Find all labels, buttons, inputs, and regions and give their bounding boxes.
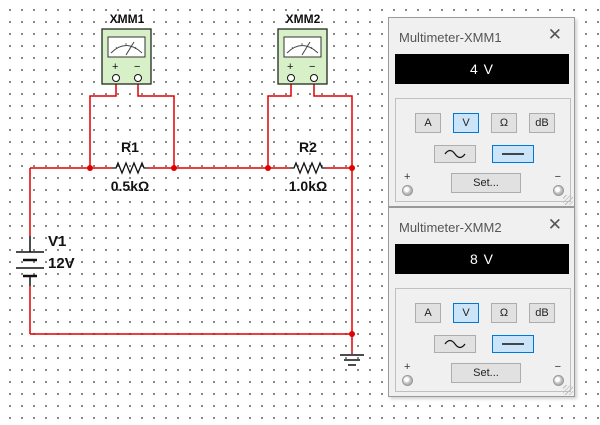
decibel-button[interactable]: dB [529,303,555,323]
multimeter-xmm2-icon[interactable]: XMM2 + − [277,12,328,85]
xmm1-label: XMM1 [110,12,145,26]
ac-button[interactable] [434,145,476,163]
voltmeter-button[interactable]: V [453,113,479,133]
sine-wave-icon [444,149,466,159]
junction-dots [87,165,355,337]
dc-button[interactable] [492,145,534,163]
junction-dot [171,165,177,171]
dc-line-icon [502,343,524,345]
minus-terminal-label: − [554,171,561,183]
reading-display: 8 V [395,244,569,274]
multimeter-xmm1-icon[interactable]: XMM1 + − [101,12,152,85]
ammeter-button[interactable]: A [415,303,441,323]
plus-terminal[interactable] [402,185,413,196]
ammeter-button[interactable]: A [415,113,441,133]
resize-grip[interactable] [563,385,573,395]
panel-title[interactable]: Multimeter-XMM1 [399,30,502,45]
dc-button[interactable] [492,335,534,353]
multimeter-xmm1-panel[interactable]: Multimeter-XMM1 ✕ 4 V A V Ω dB + Set... … [388,17,575,207]
r1-value: 0.5kΩ [111,178,149,194]
r1-name: R1 [121,139,139,155]
wire[interactable] [267,84,292,168]
junction-dot [265,165,271,171]
ground-icon [340,354,364,366]
wire[interactable] [137,84,175,168]
controls-box: A V Ω dB + Set... − [395,98,571,202]
ohmmeter-button[interactable]: Ω [491,113,517,133]
minus-terminal-label: − [554,361,561,373]
v1-value: 12V [48,255,75,272]
ac-button[interactable] [434,335,476,353]
circuit-wires [29,84,353,354]
multimeter-xmm2-panel[interactable]: Multimeter-XMM2 ✕ 8 V A V Ω dB + Set... … [388,207,575,397]
wire[interactable] [89,84,117,168]
xmm2-minus-sign: − [309,61,315,73]
xmm2-label: XMM2 [286,12,321,26]
set-button[interactable]: Set... [451,363,521,383]
resistor-r2[interactable]: R2 1.0kΩ [289,139,327,194]
dc-line-icon [502,153,524,155]
panel-title[interactable]: Multimeter-XMM2 [399,220,502,235]
plus-terminal-label: + [404,361,411,373]
xmm1-minus-sign: − [134,61,140,73]
decibel-button[interactable]: dB [529,113,555,133]
plus-terminal[interactable] [402,375,413,386]
minus-terminal[interactable] [553,375,564,386]
reading-display: 4 V [395,54,569,84]
sine-wave-icon [444,339,466,349]
resistor-r1[interactable]: R1 0.5kΩ [111,139,149,194]
junction-dot [87,165,93,171]
junction-dot [349,165,355,171]
ohmmeter-button[interactable]: Ω [491,303,517,323]
resize-grip[interactable] [563,195,573,205]
voltmeter-button[interactable]: V [453,303,479,323]
r2-value: 1.0kΩ [289,178,327,194]
xmm2-plus-sign: + [287,61,293,73]
voltage-source-v1[interactable] [16,236,44,286]
set-button[interactable]: Set... [451,173,521,193]
close-icon[interactable]: ✕ [547,25,562,44]
v1-name: V1 [48,233,66,250]
r2-name: R2 [299,139,317,155]
controls-box: A V Ω dB + Set... − [395,288,571,392]
minus-terminal[interactable] [553,185,564,196]
plus-terminal-label: + [404,171,411,183]
close-icon[interactable]: ✕ [547,215,562,234]
xmm1-plus-sign: + [112,61,118,73]
wire[interactable] [313,84,353,168]
junction-dot [349,331,355,337]
